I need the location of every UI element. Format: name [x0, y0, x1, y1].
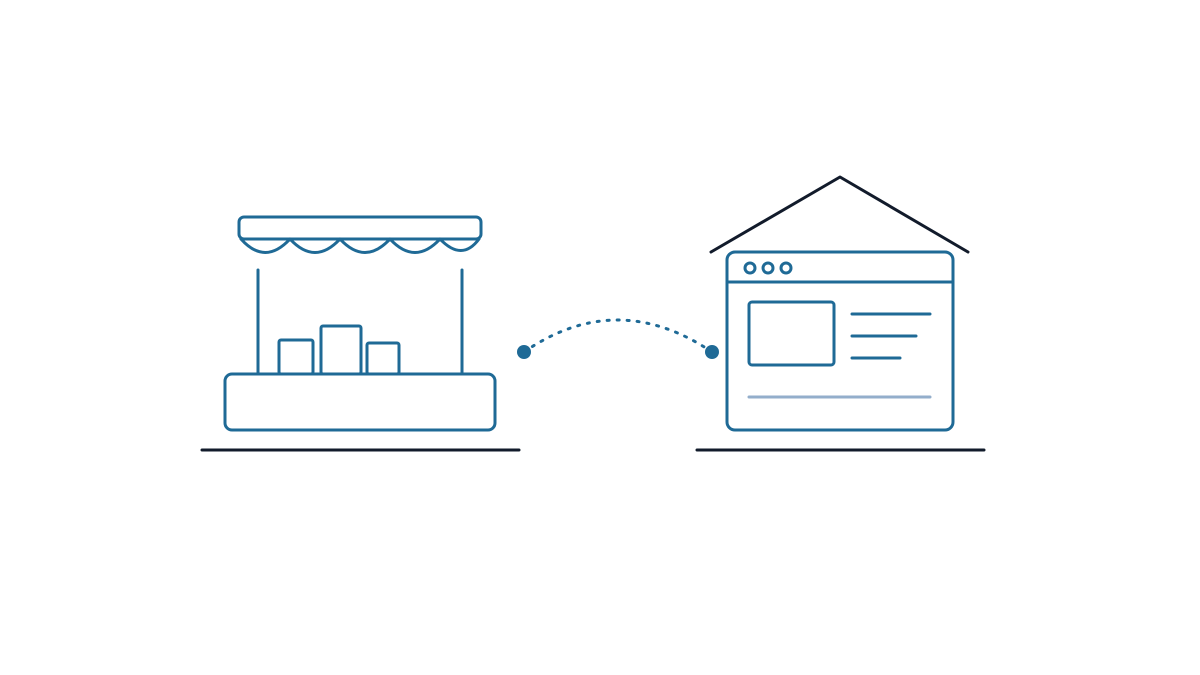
online-store-website-icon	[709, 175, 970, 432]
stall-box-middle	[319, 324, 363, 376]
connector-end-dot	[705, 345, 719, 359]
browser-window-frame	[725, 250, 955, 432]
stall-box-left	[277, 338, 315, 376]
dotted-connector-icon	[517, 318, 719, 359]
browser-control-dot-3	[779, 261, 793, 275]
browser-control-dot-1	[743, 261, 757, 275]
stall-counter	[223, 372, 497, 432]
connector-dotted-arc	[522, 318, 714, 354]
connector-start-dot	[517, 345, 531, 359]
store-roof-outline	[709, 175, 970, 254]
browser-image-placeholder	[747, 300, 836, 367]
market-stall-icon	[223, 215, 497, 432]
stall-awning-bar	[237, 215, 483, 241]
browser-control-dot-2	[761, 261, 775, 275]
stall-awning-scallops	[239, 237, 481, 254]
stall-box-right	[365, 341, 401, 376]
